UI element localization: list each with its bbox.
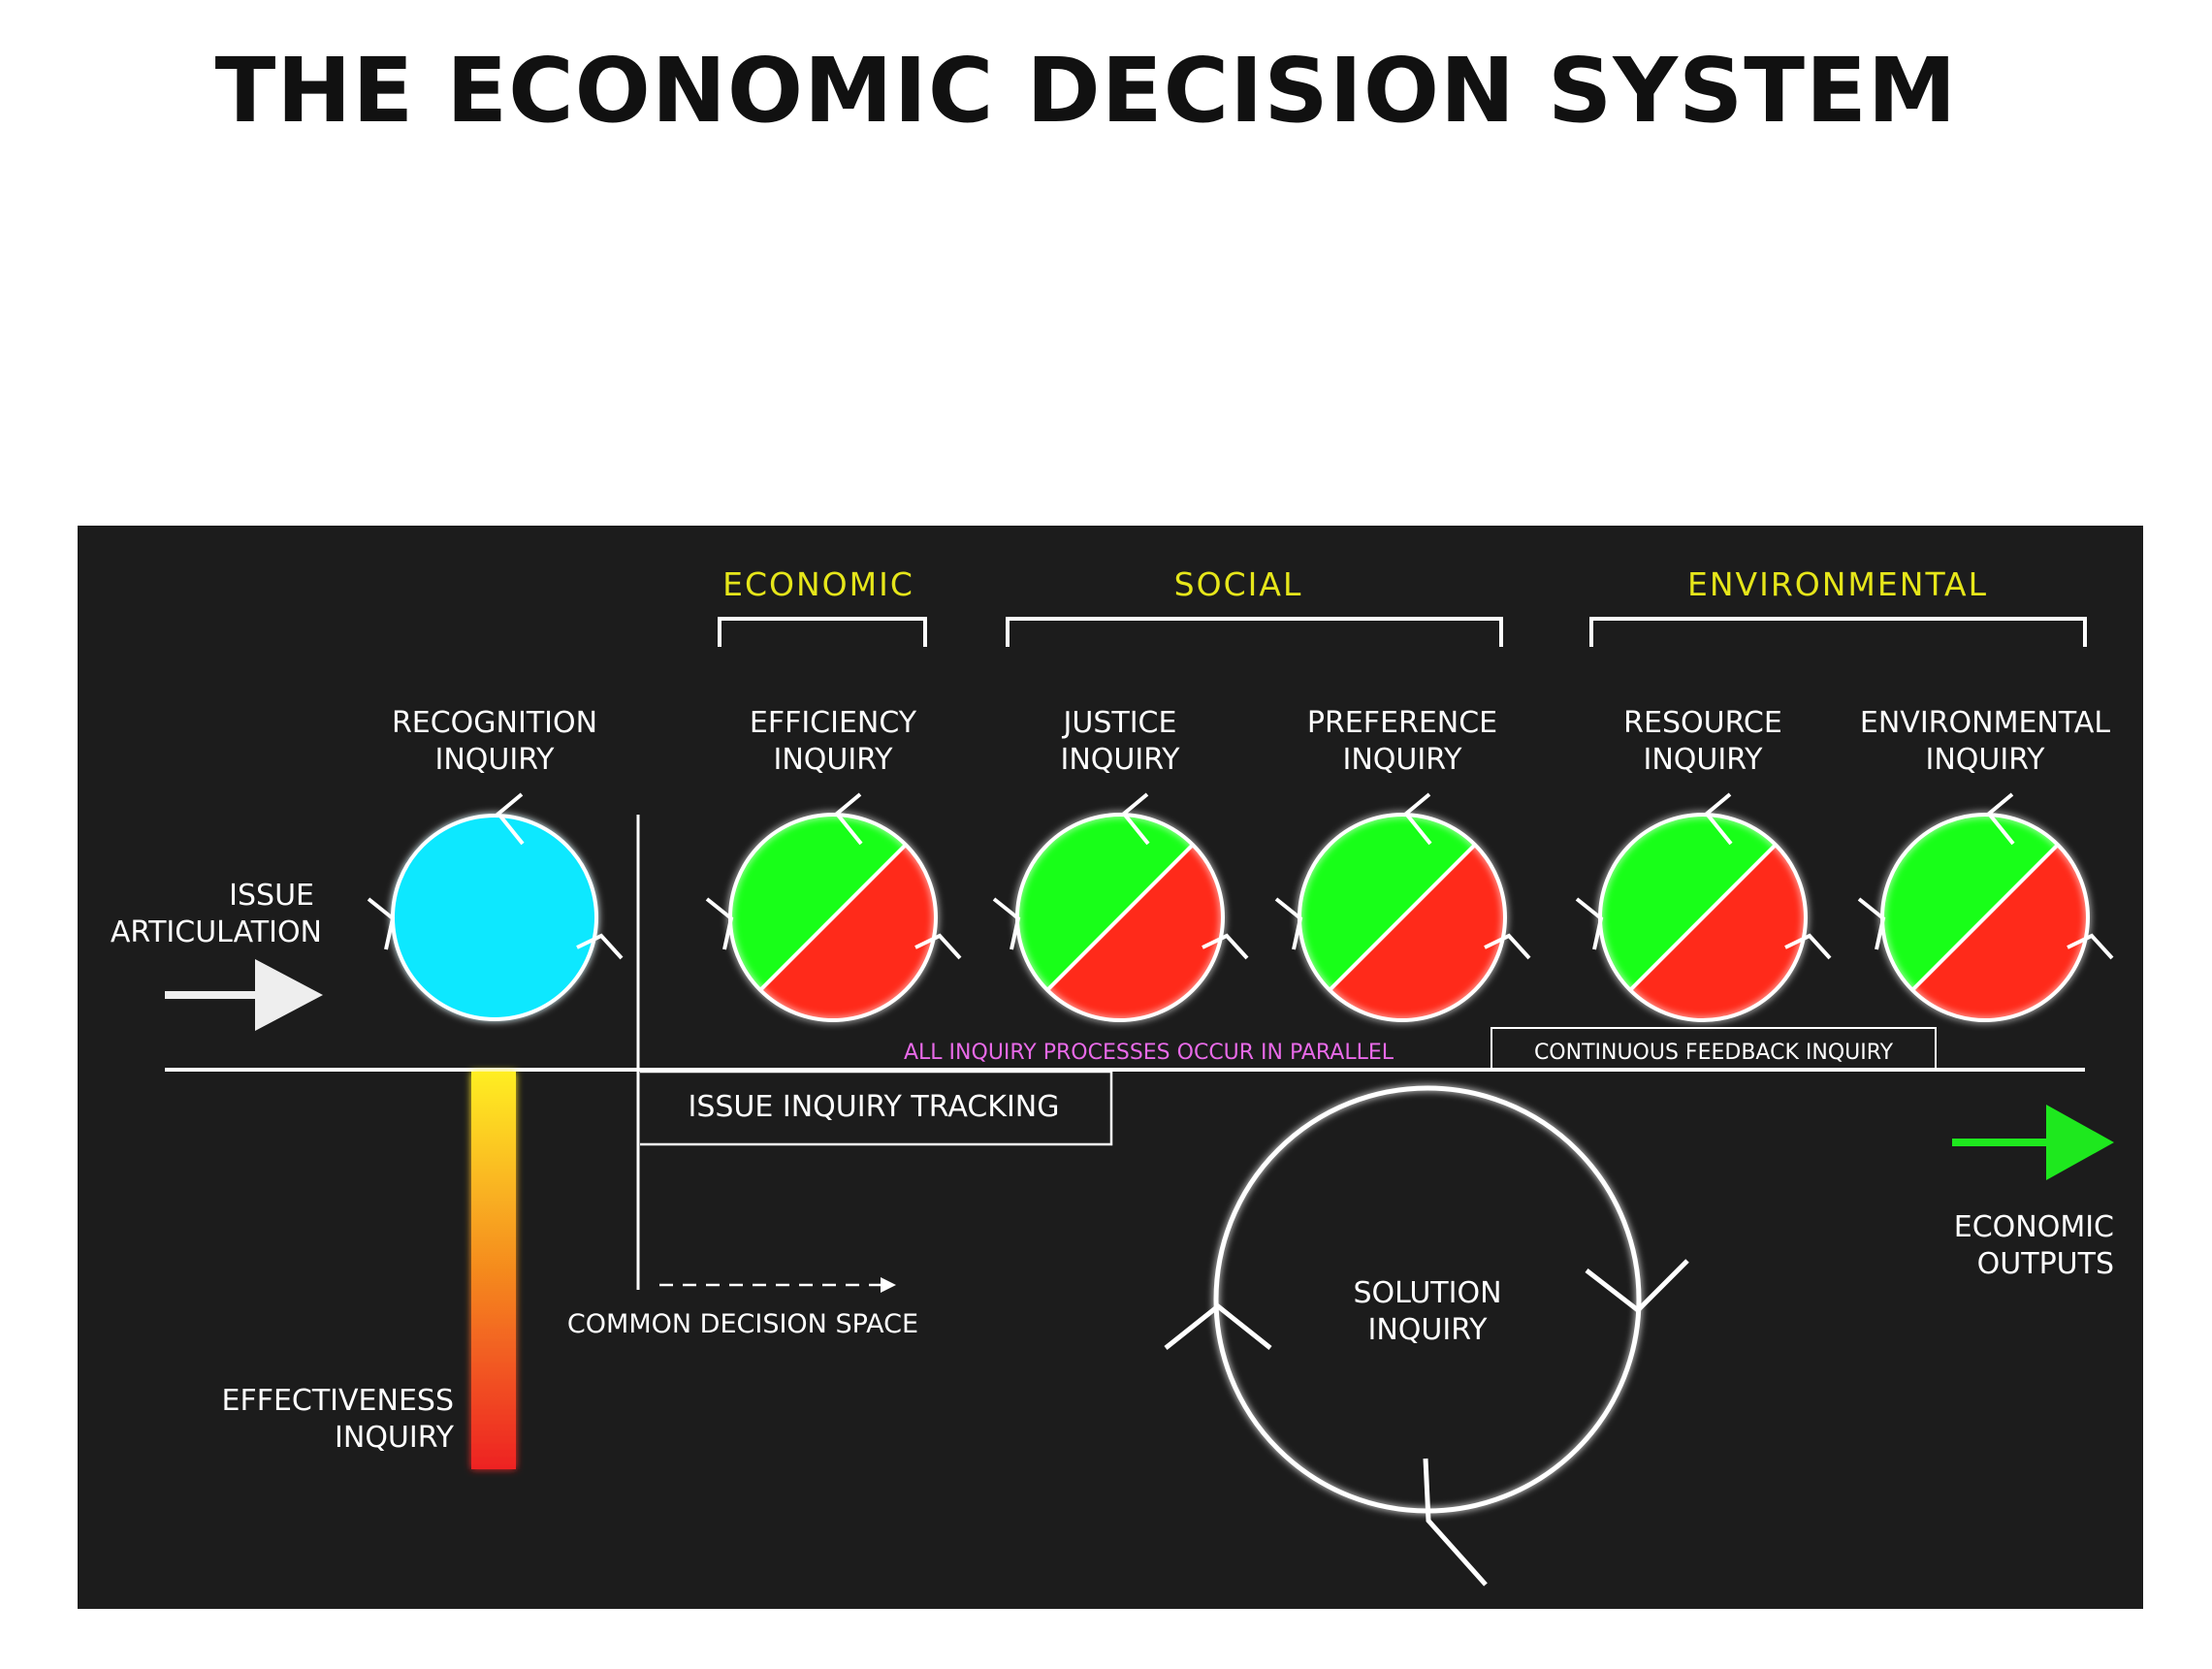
issue-articulation-line1: ISSUE: [229, 879, 314, 913]
issue-articulation-line2: ARTICULATION: [111, 915, 322, 949]
recognition-label-line1: RECOGNITION: [392, 706, 597, 740]
environmental-bracket: [1589, 617, 2087, 647]
effectiveness-label-line2: INQUIRY: [335, 1421, 455, 1455]
category-social-label: SOCIAL: [1174, 565, 1303, 603]
common-decision-space-label: COMMON DECISION SPACE: [567, 1309, 918, 1339]
economic-outputs: ECONOMIC OUTPUTS: [1952, 1105, 2114, 1281]
effectiveness-bar: [471, 1072, 516, 1469]
inquiry-efficiency-cycle-ticks: [705, 792, 962, 960]
recognition-inquiry: RECOGNITION INQUIRY: [367, 706, 624, 1021]
parallel-note: ALL INQUIRY PROCESSES OCCUR IN PARALLEL: [904, 1041, 1395, 1065]
inquiry-resource-cycle-ticks: [1575, 792, 1832, 960]
social-bracket: [1006, 617, 1503, 647]
inquiry-efficiency-label-line1: EFFICIENCY: [750, 706, 917, 740]
continuous-feedback-label: CONTINUOUS FEEDBACK INQUIRY: [1534, 1041, 1894, 1065]
economic-bracket: [718, 617, 927, 647]
inquiry-justice-label-line2: INQUIRY: [1061, 743, 1181, 777]
solution-inquiry: SOLUTION INQUIRY: [1164, 1085, 1689, 1587]
inquiry-preference-cycle-ticks: [1274, 792, 1531, 960]
inquiry-justice-label-line1: JUSTICE: [1062, 706, 1177, 740]
category-environmental: ENVIRONMENTAL: [1589, 565, 2087, 647]
issue-tracking-box: [640, 1070, 1113, 1146]
inquiry-environmental-label-line1: ENVIRONMENTAL: [1860, 706, 2110, 740]
issue-articulation: ISSUE ARTICULATION: [111, 879, 323, 1031]
effectiveness-label-line1: EFFECTIVENESS: [221, 1384, 454, 1418]
issue-arrow-shaft: [165, 991, 262, 999]
recognition-circle: [391, 814, 598, 1021]
inquiry-environmental-label-line2: INQUIRY: [1926, 743, 2046, 777]
inquiry-preference-positive-half: [1298, 814, 1475, 990]
inquiry-environmental-cycle-ticks: [1857, 792, 2114, 960]
economic-outputs-line1: ECONOMIC: [1954, 1210, 2114, 1244]
category-social: SOCIAL: [1006, 565, 1503, 647]
category-economic: ECONOMIC: [718, 565, 927, 647]
economic-outputs-line2: OUTPUTS: [1977, 1247, 2114, 1281]
inquiry-justice-negative-half: [1047, 845, 1224, 1020]
category-economic-label: ECONOMIC: [722, 565, 914, 603]
inquiry-preference-label-line2: INQUIRY: [1343, 743, 1463, 777]
inquiry-resource-negative-half: [1630, 845, 1806, 1020]
recognition-cycle-ticks: [367, 792, 624, 960]
common-decision-arrow: [659, 1277, 896, 1293]
recognition-label-line2: INQUIRY: [435, 743, 556, 777]
issue-arrow-head: [255, 959, 323, 1031]
diagram-panel: [78, 526, 2143, 1609]
solution-cycle-ticks: [1164, 1259, 1689, 1587]
page-title: THE ECONOMIC DECISION SYSTEM: [214, 39, 1958, 143]
output-arrow-head: [2046, 1105, 2114, 1180]
inquiry-environmental-negative-half: [1912, 845, 2088, 1020]
category-environmental-label: ENVIRONMENTAL: [1687, 565, 1988, 603]
inquiry-resource-positive-half: [1599, 814, 1776, 990]
inquiry-resource-divider: [1628, 843, 1778, 992]
inquiry-efficiency-divider: [758, 843, 908, 992]
inquiry-justice-divider: [1045, 843, 1195, 992]
inquiry-justice-cycle-ticks: [992, 792, 1249, 960]
solution-label-line1: SOLUTION: [1353, 1276, 1501, 1310]
decision-system-diagram: ECONOMIC SOCIAL ENVIRONMENTAL RECOGNITIO…: [78, 526, 2143, 1609]
output-arrow-shaft: [1952, 1139, 2049, 1146]
inquiry-preference-negative-half: [1330, 845, 1505, 1020]
inquiry-resource-label-line1: RESOURCE: [1623, 706, 1782, 740]
inquiry-resource-label-line2: INQUIRY: [1644, 743, 1764, 777]
solution-label-line2: INQUIRY: [1368, 1313, 1489, 1347]
inquiry-group: EFFICIENCYINQUIRYJUSTICEINQUIRYPREFERENC…: [705, 706, 2114, 1022]
inquiry-efficiency-negative-half: [760, 845, 936, 1020]
inquiry-efficiency-positive-half: [730, 815, 906, 990]
inquiry-efficiency-label-line2: INQUIRY: [774, 743, 894, 777]
continuous-feedback-box: [1491, 1027, 1937, 1071]
inquiry-justice-positive-half: [1017, 815, 1193, 990]
inquiry-environmental-positive-half: [1882, 814, 2058, 990]
inquiry-environmental-divider: [1910, 843, 2060, 992]
inquiry-preference-divider: [1328, 843, 1477, 992]
issue-tracking-label: ISSUE INQUIRY TRACKING: [689, 1090, 1060, 1124]
inquiry-preference-label-line1: PREFERENCE: [1307, 706, 1497, 740]
